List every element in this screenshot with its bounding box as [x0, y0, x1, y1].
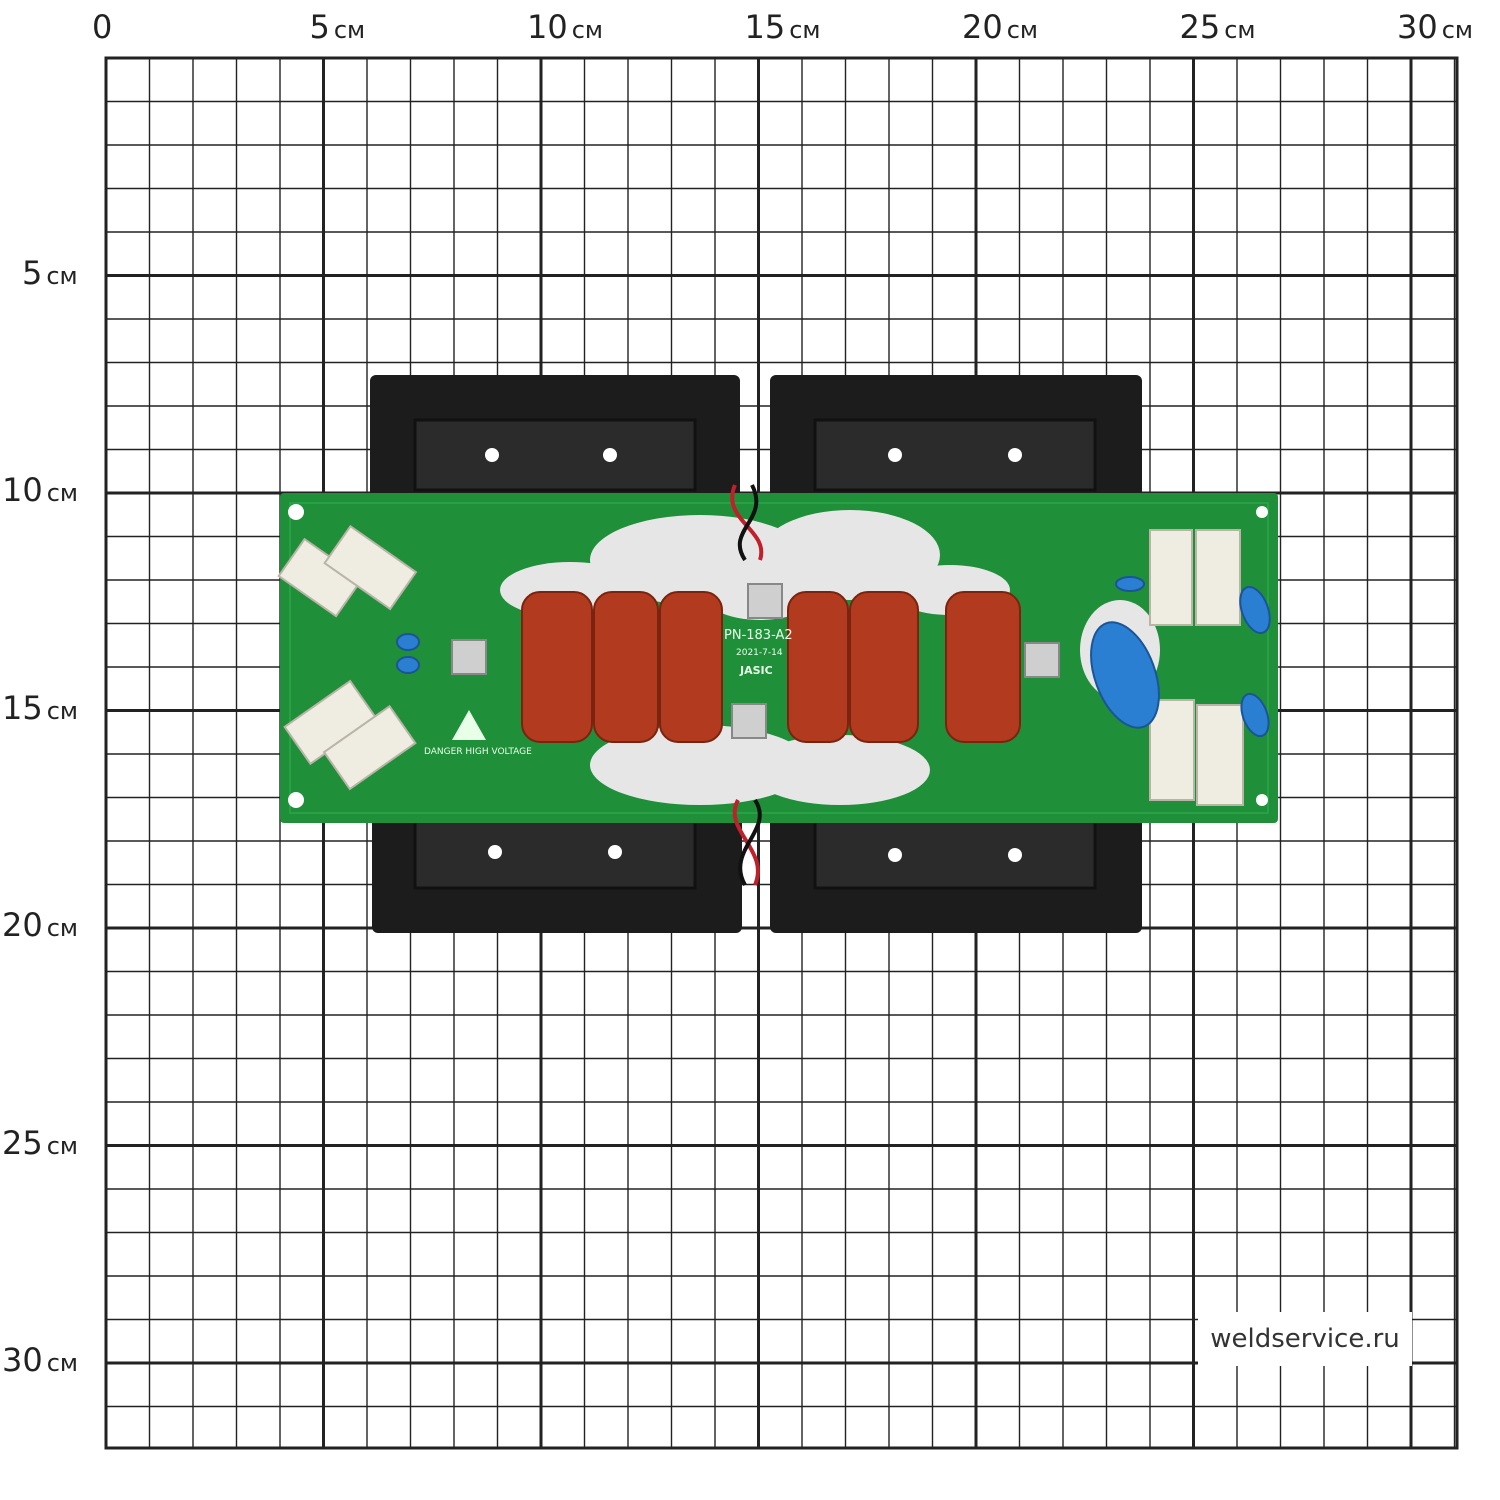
igbt-module-top-right: [770, 375, 1142, 500]
film-capacitors: [521, 591, 1021, 743]
board-date: 2021-7-14: [736, 648, 783, 658]
x-axis-unit: см: [1441, 16, 1474, 44]
igbt-module-bottom-left: [372, 815, 742, 933]
igbt-module-top-left: [370, 375, 740, 500]
x-axis-number: 5: [309, 8, 330, 46]
y-axis-unit: см: [46, 914, 79, 942]
x-axis-unit: см: [571, 16, 604, 44]
x-axis-label: 0: [92, 8, 112, 46]
y-axis-unit: см: [46, 261, 78, 290]
x-axis-number: 10: [527, 8, 568, 46]
y-axis-number: 15: [2, 688, 43, 727]
x-axis-unit: см: [1224, 16, 1256, 44]
y-axis-unit: см: [46, 479, 79, 507]
y-axis-number: 5: [22, 253, 43, 292]
wires: [730, 484, 764, 886]
x-axis-unit: см: [789, 16, 821, 44]
y-axis-unit: см: [46, 696, 79, 725]
x-axis-number: 20: [962, 8, 1003, 46]
y-axis-number: 30: [2, 1341, 43, 1379]
y-axis-number: 25: [2, 1123, 43, 1162]
warning-icon: [452, 710, 486, 740]
x-axis-number: 0: [92, 8, 113, 46]
x-axis-unit: см: [333, 16, 366, 44]
grid-border: [104, 56, 1459, 1450]
y-axis-number: 10: [2, 471, 43, 509]
watermark: weldservice.ru: [1198, 1312, 1412, 1366]
y-axis-unit: см: [46, 1131, 79, 1160]
terminals: [451, 583, 1060, 739]
x-axis-number: 15: [744, 8, 786, 46]
board-brand: JASIC: [740, 664, 773, 677]
x-axis-number: 30: [1397, 8, 1438, 46]
igbt-module-bottom-right: [770, 815, 1142, 933]
power-resistors: [277, 524, 1244, 806]
board-part-number: PN-183-A2: [724, 628, 793, 643]
x-axis-number: 25: [1179, 8, 1221, 46]
y-axis-unit: см: [46, 1349, 79, 1377]
y-axis-number: 20: [2, 906, 43, 944]
danger-warning: DANGER HIGH VOLTAGE: [424, 747, 532, 757]
disc-capacitors: [396, 576, 1271, 738]
x-axis-unit: см: [1006, 16, 1039, 44]
